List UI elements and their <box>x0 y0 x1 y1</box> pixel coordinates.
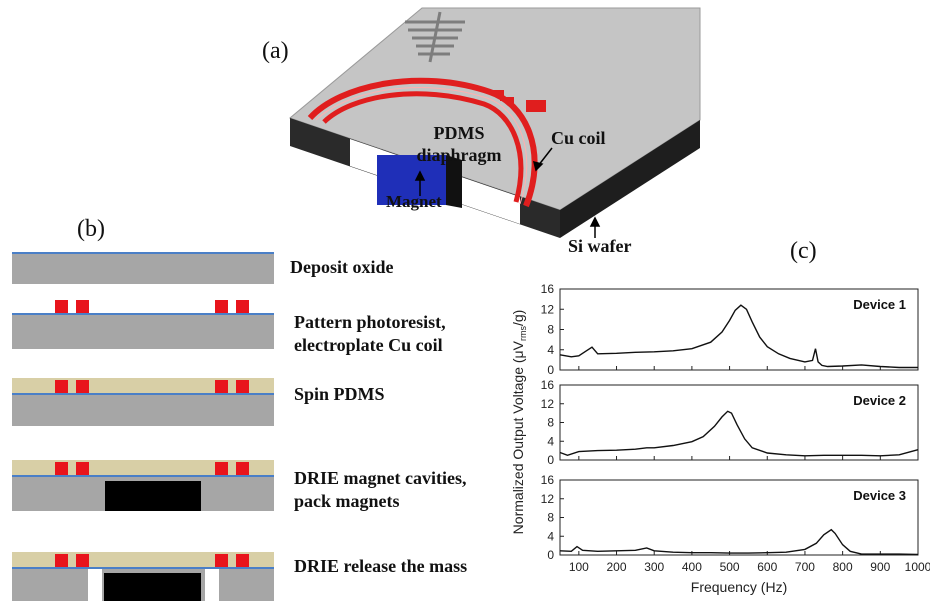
y-tick-label: 12 <box>541 397 555 411</box>
x-tick-label: 800 <box>833 560 853 574</box>
cross-section-step-5 <box>12 552 274 601</box>
cu-coil-label: Cu coil <box>551 128 606 148</box>
cross-section-step-3 <box>12 378 274 426</box>
y-tick-label: 4 <box>547 434 554 448</box>
series-line-device-1 <box>559 304 918 369</box>
y-tick-label: 0 <box>547 453 554 467</box>
y-tick-label: 16 <box>541 378 555 392</box>
y-tick-label: 12 <box>541 302 555 316</box>
si-wafer-label: Si wafer <box>568 236 632 256</box>
panel-a-label: (a) <box>262 38 289 64</box>
pdms-diaphragm-label: PDMS diaphragm <box>404 122 514 166</box>
y-tick-label: 8 <box>547 323 554 337</box>
cross-section-step-2 <box>12 300 274 349</box>
step-5-line1: DRIE release the mass <box>294 556 468 576</box>
pdms-label-line2: diaphragm <box>416 145 502 165</box>
process-cross-sections <box>12 252 274 601</box>
step-4-line2: pack magnets <box>294 491 400 511</box>
series-label-device-3: Device 3 <box>853 488 906 503</box>
x-tick-label: 300 <box>644 560 664 574</box>
series-label-device-2: Device 2 <box>853 393 906 408</box>
cross-section-step-1 <box>12 252 274 284</box>
step-1-label: Deposit oxide <box>290 256 394 279</box>
magnet-label: Magnet <box>386 192 442 211</box>
y-tick-label: 8 <box>547 416 554 430</box>
step-2-line1: Pattern photoresist, <box>294 312 446 332</box>
x-tick-label: 900 <box>870 560 890 574</box>
step-4-label: DRIE magnet cavities, pack magnets <box>294 467 466 513</box>
series-label-device-1: Device 1 <box>853 297 906 312</box>
step-2-line2: electroplate Cu coil <box>294 335 443 355</box>
wafer-right-side <box>560 120 700 238</box>
y-tick-label: 8 <box>547 511 554 525</box>
x-tick-label: 500 <box>720 560 740 574</box>
magnet-block <box>377 155 446 205</box>
callout-arrows <box>414 147 601 238</box>
series-line-device-3 <box>559 528 919 556</box>
x-tick-label: 600 <box>757 560 777 574</box>
cu-coil-traces <box>307 77 538 208</box>
panel-c-label: (c) <box>790 238 817 264</box>
x-tick-label: 100 <box>569 560 589 574</box>
step-3-line1: Spin PDMS <box>294 384 385 404</box>
y-tick-label: 4 <box>547 529 554 543</box>
series-line-device-2 <box>559 410 919 457</box>
cross-section-step-4 <box>12 460 274 511</box>
coil-contact-pad <box>526 100 546 112</box>
x-axis-label: Frequency (Hz) <box>691 579 787 595</box>
step-4-line1: DRIE magnet cavities, <box>294 468 467 488</box>
step-3-label: Spin PDMS <box>294 383 385 406</box>
y-axis-label: Normalized Output Voltage (μVrms/g) <box>510 310 528 535</box>
y-tick-label: 0 <box>547 548 554 562</box>
y-tick-label: 16 <box>541 282 555 296</box>
pdms-label-line1: PDMS <box>433 123 485 143</box>
x-tick-label: 700 <box>795 560 815 574</box>
x-tick-label: 200 <box>607 560 627 574</box>
y-tick-label: 4 <box>547 343 554 357</box>
panel-b-label: (b) <box>77 216 105 242</box>
y-tick-label: 16 <box>541 473 555 487</box>
x-tick-label: 400 <box>682 560 702 574</box>
step-2-label: Pattern photoresist, electroplate Cu coi… <box>294 311 446 357</box>
x-tick-label: 1000 <box>905 560 930 574</box>
y-tick-label: 0 <box>547 363 554 377</box>
device-illustration <box>288 7 701 238</box>
step-1-line1: Deposit oxide <box>290 257 394 277</box>
step-5-label: DRIE release the mass <box>294 555 467 578</box>
y-tick-label: 12 <box>541 492 555 506</box>
alignment-marks <box>405 11 465 63</box>
